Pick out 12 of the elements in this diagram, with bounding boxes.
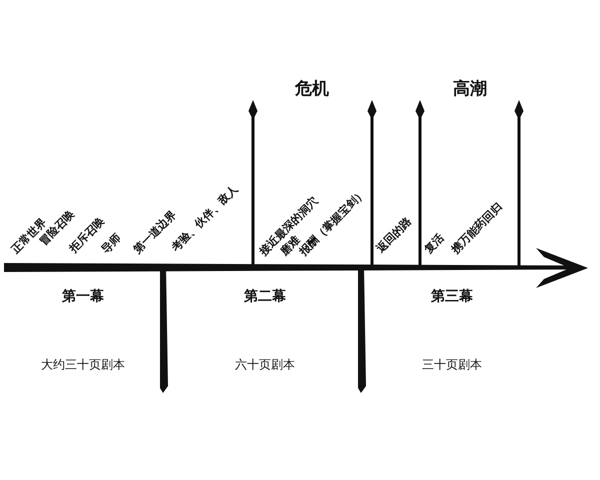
act-heading: 第一幕	[62, 288, 104, 306]
stage-label: 导师	[100, 232, 124, 256]
stage-label: 返回的路	[374, 215, 414, 255]
note-label: 三十页剧本	[422, 358, 482, 372]
act-heading: 第三幕	[431, 288, 473, 306]
heading: 危机	[295, 79, 329, 99]
stage-label: 复活	[422, 232, 447, 256]
note-label: 大约三十页剧本	[41, 358, 125, 372]
act-heading: 第二幕	[244, 288, 286, 306]
note-label: 六十页剧本	[235, 358, 295, 372]
heading: 高潮	[453, 79, 487, 99]
stage-label: 携万能药回归	[450, 200, 505, 256]
